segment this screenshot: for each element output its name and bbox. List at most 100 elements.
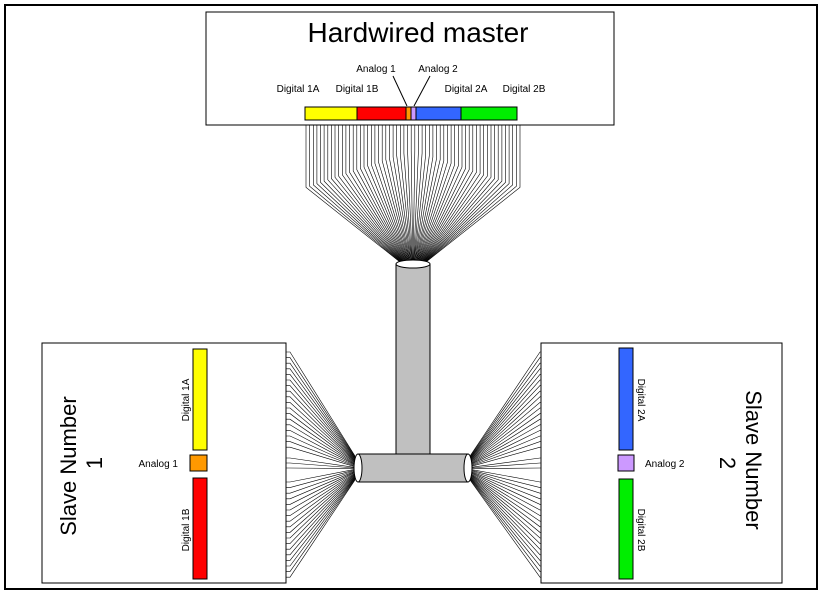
master-wire bbox=[423, 125, 503, 263]
master-wire bbox=[352, 125, 406, 263]
master-wire bbox=[418, 125, 459, 263]
slave1-label-digital-1a: Digital 1A bbox=[181, 378, 192, 421]
slave2-connector-digital-2a bbox=[618, 347, 634, 451]
master-wire bbox=[419, 125, 470, 263]
cable-horizontal bbox=[357, 453, 469, 483]
slave2-box bbox=[540, 342, 783, 584]
master-wire bbox=[356, 125, 407, 263]
master-wire bbox=[423, 125, 506, 263]
master-wire bbox=[400, 125, 412, 263]
master-wire bbox=[392, 125, 411, 263]
master-wire bbox=[396, 125, 412, 263]
slave2-title-line2: 2 bbox=[715, 457, 740, 469]
master-wire bbox=[416, 125, 445, 263]
master-wire bbox=[417, 125, 452, 263]
slave2-title: Slave Number 2 bbox=[715, 390, 766, 536]
master-wire bbox=[345, 125, 406, 263]
analog-2-pointer bbox=[413, 75, 431, 107]
master-connector-digital-1b bbox=[356, 106, 407, 121]
cable-vertical bbox=[395, 263, 431, 455]
master-label-digital-1b: Digital 1B bbox=[336, 84, 379, 95]
cable-end-right bbox=[463, 453, 473, 483]
slave2-label-digital-2b: Digital 2B bbox=[635, 509, 646, 552]
master-wire bbox=[338, 125, 405, 263]
master-wire bbox=[414, 125, 426, 263]
master-wire bbox=[381, 125, 410, 263]
slave1-title: Slave Number 1 bbox=[56, 390, 107, 536]
master-wire bbox=[374, 125, 409, 263]
master-wire bbox=[331, 125, 404, 263]
master-wire bbox=[360, 125, 407, 263]
master-wire bbox=[425, 125, 517, 263]
master-wire bbox=[410, 125, 414, 263]
master-wire bbox=[417, 125, 455, 263]
master-connector-analog-1 bbox=[405, 106, 412, 121]
master-wire bbox=[420, 125, 481, 263]
slave2-label-digital-2a: Digital 2A bbox=[635, 379, 646, 422]
slave1-connector-analog-1 bbox=[189, 454, 208, 472]
master-wire bbox=[323, 125, 403, 263]
master-wire bbox=[424, 125, 513, 263]
cable-end-top bbox=[395, 259, 431, 269]
slave1-label-analog-1: Analog 1 bbox=[139, 459, 179, 470]
master-wire bbox=[316, 125, 402, 263]
master-label-analog-1: Analog 1 bbox=[356, 64, 396, 75]
master-wire bbox=[371, 125, 409, 263]
master-wire bbox=[420, 125, 474, 263]
slave1-box bbox=[41, 342, 287, 584]
master-wire bbox=[420, 125, 477, 263]
master-wire bbox=[403, 125, 413, 263]
slave2-label-analog-2: Analog 2 bbox=[645, 459, 685, 470]
master-wire bbox=[313, 125, 402, 263]
master-wire bbox=[422, 125, 492, 263]
master-connector-digital-2a bbox=[415, 106, 462, 121]
analog-1-pointer bbox=[392, 75, 408, 107]
master-wire bbox=[419, 125, 466, 263]
master-wire bbox=[413, 125, 423, 263]
master-label-digital-2a: Digital 2A bbox=[445, 84, 488, 95]
master-connector-analog-2 bbox=[410, 106, 417, 121]
master-title: Hardwired master bbox=[308, 17, 529, 48]
master-wire bbox=[415, 125, 434, 263]
slave1-title-line2: 1 bbox=[82, 457, 107, 469]
master-wire bbox=[385, 125, 410, 263]
master-wire bbox=[415, 125, 437, 263]
slave2-connector-digital-2b bbox=[618, 478, 634, 580]
cable-end-left bbox=[353, 453, 363, 483]
master-wire bbox=[407, 125, 413, 263]
master-wire bbox=[424, 125, 510, 263]
master-wire bbox=[418, 125, 463, 263]
master-wire bbox=[412, 125, 416, 263]
master-wire bbox=[425, 125, 521, 263]
master-wire bbox=[414, 125, 430, 263]
master-wire bbox=[334, 125, 404, 263]
master-box bbox=[205, 11, 615, 126]
slave2-title-line1: Slave Number bbox=[741, 390, 766, 529]
master-wire bbox=[349, 125, 406, 263]
master-wire bbox=[413, 125, 419, 263]
master-wire bbox=[421, 125, 488, 263]
slave2-connector-analog-2 bbox=[617, 454, 635, 472]
master-wire bbox=[421, 125, 484, 263]
master-wire bbox=[309, 125, 401, 263]
master-wire bbox=[378, 125, 410, 263]
master-wire bbox=[416, 125, 441, 263]
master-wire bbox=[342, 125, 405, 263]
master-wire bbox=[305, 125, 401, 263]
slave1-label-digital-1b: Digital 1B bbox=[181, 508, 192, 551]
master-wire bbox=[363, 125, 408, 263]
master-connector-digital-1a bbox=[304, 106, 358, 121]
slave1-connector-digital-1a bbox=[192, 348, 208, 451]
slave1-title-line1: Slave Number bbox=[56, 396, 81, 535]
master-connector-digital-2b bbox=[460, 106, 518, 121]
master-label-analog-2: Analog 2 bbox=[418, 64, 458, 75]
master-fan-wires bbox=[305, 125, 521, 263]
master-wire bbox=[422, 125, 495, 263]
master-label-digital-2b: Digital 2B bbox=[503, 84, 546, 95]
slave1-connector-digital-1b bbox=[192, 477, 208, 580]
master-wire bbox=[423, 125, 499, 263]
master-wire bbox=[416, 125, 448, 263]
master-label-digital-1a: Digital 1A bbox=[277, 84, 320, 95]
master-wire bbox=[320, 125, 403, 263]
